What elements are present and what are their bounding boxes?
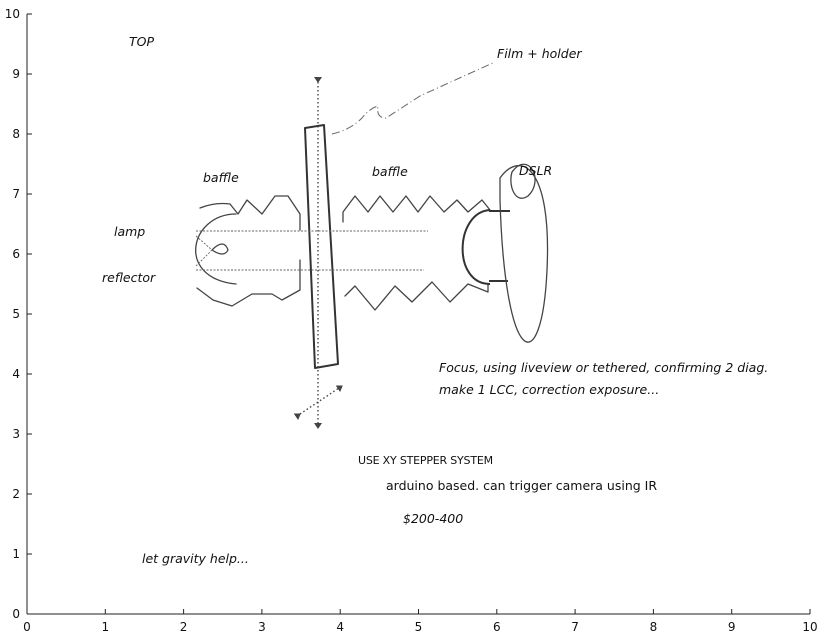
bellows-bottom-edge: [344, 281, 489, 311]
label-price: $200-400: [403, 511, 463, 526]
lamp-bulb: [211, 243, 229, 255]
y-tick-label: 3: [12, 427, 20, 441]
baffle-left-bottom-edge: [196, 259, 301, 307]
reflector-curve: [195, 213, 237, 285]
x-tick-label: 6: [493, 620, 501, 634]
x-tick-label: 2: [180, 620, 188, 634]
label-lamp: lamp: [114, 224, 145, 239]
x-ticks: 0 1 2 3 4 5 6 7 8 9 10: [23, 609, 818, 634]
label-dslr: DSLR: [519, 163, 552, 178]
dslr-lens: [461, 209, 491, 285]
film-holder-leader: [331, 61, 496, 135]
x-tick-label: 4: [336, 620, 344, 634]
label-top: TOP: [129, 34, 154, 49]
diagonal-motion-arrow: [293, 385, 343, 421]
label-gravity: let gravity help...: [142, 551, 249, 566]
label-reflector: reflector: [102, 270, 156, 285]
x-tick-label: 1: [101, 620, 109, 634]
y-ticks: 0 1 2 3 4 5 6 7 8 9 10: [5, 7, 32, 621]
lamp-rays: [195, 235, 213, 267]
baffle-right: [342, 195, 491, 311]
x-tick-label: 0: [23, 620, 31, 634]
baffle-left-top-edge: [199, 195, 301, 231]
x-tick-label: 9: [728, 620, 736, 634]
label-baffle-left: baffle: [203, 170, 239, 185]
film-holder: [293, 61, 496, 429]
y-tick-label: 8: [12, 127, 20, 141]
lamp-reflector: [195, 195, 301, 307]
dslr-grip: [510, 163, 536, 199]
x-tick-label: 10: [802, 620, 817, 634]
y-tick-label: 6: [12, 247, 20, 261]
bellows-top-edge: [342, 195, 491, 223]
y-tick-label: 5: [12, 307, 20, 321]
x-tick-label: 8: [650, 620, 658, 634]
dslr: [461, 163, 549, 343]
dslr-body: [499, 164, 549, 343]
x-tick-label: 3: [258, 620, 266, 634]
light-beams: [196, 230, 428, 271]
label-arduino: arduino based. can trigger camera using …: [386, 478, 657, 493]
y-tick-label: 4: [12, 367, 20, 381]
film-holder-plate: [304, 124, 339, 369]
label-focus-line1: Focus, using liveview or tethered, confi…: [439, 360, 768, 375]
label-baffle-right: baffle: [372, 164, 408, 179]
y-tick-label: 10: [5, 7, 20, 21]
label-stepper: USE XY STEPPER SYSTEM: [358, 454, 493, 467]
y-tick-label: 2: [12, 487, 20, 501]
label-film-holder: Film + holder: [497, 46, 582, 61]
x-tick-label: 7: [571, 620, 579, 634]
axes: 0 1 2 3 4 5 6 7 8 9 10 0 1 2 3 4 5 6 7 8 9 10: [5, 7, 818, 634]
x-tick-label: 5: [415, 620, 423, 634]
y-tick-label: 1: [12, 547, 20, 561]
y-tick-label: 0: [12, 607, 20, 621]
y-tick-label: 7: [12, 187, 20, 201]
y-tick-label: 9: [12, 67, 20, 81]
label-focus-line2: make 1 LCC, correction exposure...: [439, 382, 659, 397]
